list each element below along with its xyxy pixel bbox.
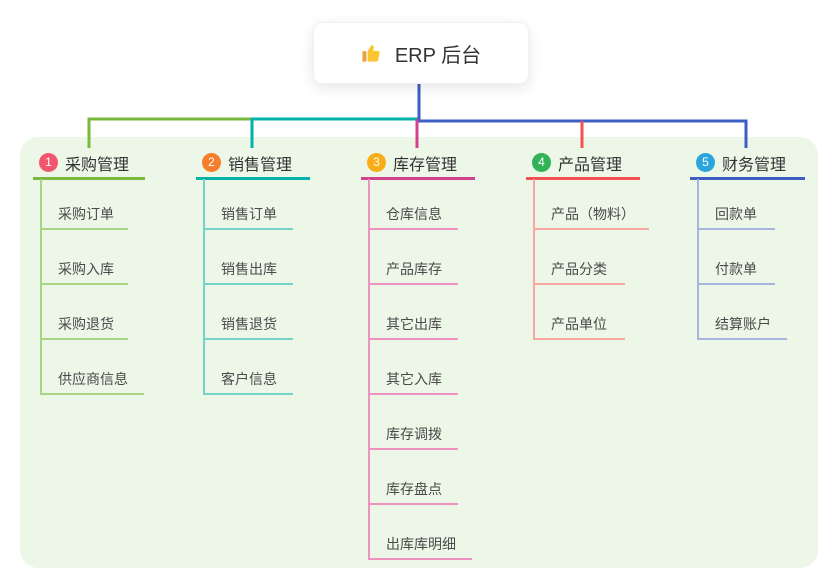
child-node[interactable]: 产品（物料）	[533, 202, 649, 230]
branch-label-3: 库存管理	[393, 156, 458, 174]
branch-label-1: 采购管理	[65, 156, 130, 174]
child-node[interactable]: 回款单	[697, 202, 775, 230]
child-node[interactable]: 采购退货	[40, 312, 128, 340]
child-node[interactable]: 库存调拨	[368, 422, 458, 450]
branch-badge-4: 4	[532, 153, 551, 172]
child-node[interactable]: 出库库明细	[368, 532, 472, 560]
child-node[interactable]: 产品单位	[533, 312, 625, 340]
child-node[interactable]: 供应商信息	[40, 367, 144, 395]
child-node[interactable]: 仓库信息	[368, 202, 458, 230]
root-label: ERP 后台	[394, 44, 482, 67]
child-node[interactable]: 销售出库	[203, 257, 293, 285]
branch-label-5: 财务管理	[722, 156, 787, 174]
child-node[interactable]: 库存盘点	[368, 477, 458, 505]
branch2-child-line	[203, 179, 205, 395]
branch3-child-line	[368, 179, 370, 560]
child-node[interactable]: 销售退货	[203, 312, 293, 340]
child-node[interactable]: 其它出库	[368, 312, 458, 340]
branch-label-4: 产品管理	[558, 156, 623, 174]
branch-header-3[interactable]: 3 库存管理	[361, 148, 475, 180]
child-node[interactable]: 产品库存	[368, 257, 458, 285]
branch-header-5[interactable]: 5 财务管理	[690, 148, 805, 180]
branches-panel	[20, 137, 818, 568]
child-node[interactable]: 付款单	[697, 257, 775, 285]
child-node[interactable]: 采购入库	[40, 257, 128, 285]
branch-header-4[interactable]: 4 产品管理	[526, 148, 640, 180]
branch-badge-1: 1	[39, 153, 58, 172]
branch4-child-line	[533, 179, 535, 340]
branch-header-1[interactable]: 1 采购管理	[33, 148, 145, 180]
child-node[interactable]: 其它入库	[368, 367, 458, 395]
branch-label-2: 销售管理	[228, 156, 293, 174]
child-node[interactable]: 采购订单	[40, 202, 128, 230]
branch-badge-5: 5	[696, 153, 715, 172]
branch-badge-3: 3	[367, 153, 386, 172]
branch1-child-line	[40, 179, 42, 395]
branch5-child-line	[697, 179, 699, 340]
branch-header-2[interactable]: 2 销售管理	[196, 148, 310, 180]
child-node[interactable]: 结算账户	[697, 312, 787, 340]
branch-badge-2: 2	[202, 153, 221, 172]
child-node[interactable]: 销售订单	[203, 202, 293, 230]
child-node[interactable]: 客户信息	[203, 367, 293, 395]
root-node[interactable]: ERP 后台	[313, 22, 529, 84]
thumbs-up-icon	[362, 44, 380, 62]
child-node[interactable]: 产品分类	[533, 257, 625, 285]
